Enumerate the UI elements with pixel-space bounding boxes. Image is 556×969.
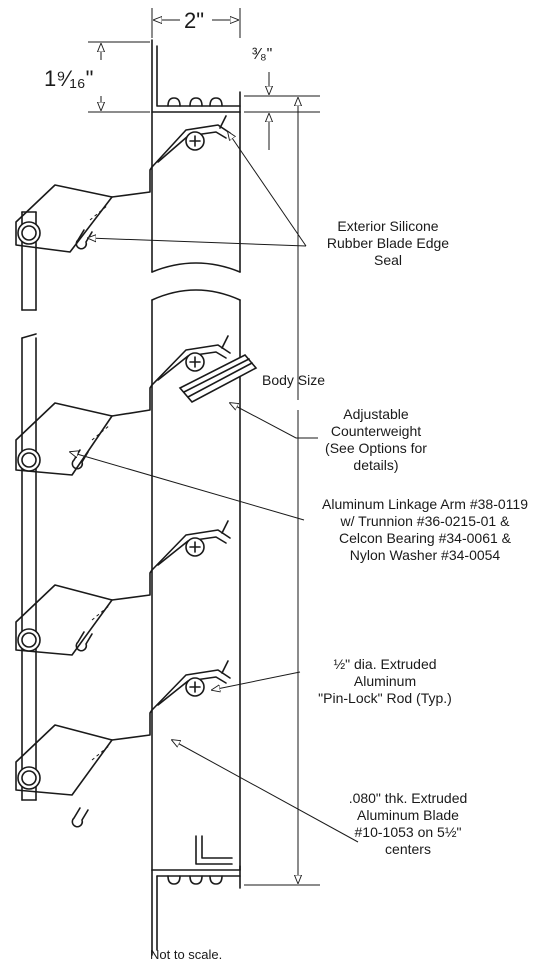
callout-linkage-line-3: Celcon Bearing #34-0061 & <box>338 530 511 546</box>
callout-blade-line-1: .080" thk. Extruded <box>348 790 468 806</box>
callout-seal: Exterior Silicone Rubber Blade Edge Seal <box>308 218 468 269</box>
callout-counterweight: Adjustable Counterweight (See Options fo… <box>306 406 446 474</box>
dimension-width: 2" <box>184 8 205 33</box>
damper-blade-2 <box>111 335 231 417</box>
dimension-offset: ³⁄₈" <box>252 46 273 63</box>
linkage-arm-3 <box>15 584 113 656</box>
callout-linkage: Aluminum Linkage Arm #38-0119 w/ Trunnio… <box>298 496 552 564</box>
callout-linkage-line-4: Nylon Washer #34-0054 <box>349 547 501 563</box>
callout-rod-line-2: Aluminum <box>353 673 417 689</box>
callout-seal-line-2: Rubber Blade Edge <box>326 235 450 251</box>
linkage-bar <box>21 333 37 801</box>
linkage-arm-top <box>15 184 113 311</box>
callout-rod: ½" dia. Extruded Aluminum "Pin-Lock" Rod… <box>300 656 470 707</box>
callout-blade: .080" thk. Extruded Aluminum Blade #10-1… <box>328 790 488 858</box>
leader-lines <box>70 132 359 843</box>
callout-body-size: Body Size <box>262 372 326 388</box>
callout-blade-line-3: #10-1053 on 5½" <box>354 824 462 840</box>
callout-linkage-line-1: Aluminum Linkage Arm #38-0119 <box>322 496 528 512</box>
damper-blade-3 <box>111 520 231 601</box>
callout-rod-line-1: ½" dia. Extruded <box>333 656 437 672</box>
frame-channel <box>151 39 241 956</box>
linkage-arm-4 <box>15 724 113 828</box>
callout-seal-line-1: Exterior Silicone <box>337 218 439 234</box>
dimension-height: 1⁹⁄₁₆" <box>44 66 94 91</box>
damper-blade-4 <box>111 660 231 741</box>
callout-counterweight-line-3: (See Options for <box>325 440 427 456</box>
callout-blade-line-2: Aluminum Blade <box>357 807 459 823</box>
callout-counterweight-line-1: Adjustable <box>343 406 409 422</box>
damper-blade-1 <box>111 115 231 198</box>
callout-linkage-line-2: w/ Trunnion #36-0215-01 & <box>340 513 510 529</box>
callout-rod-line-3: "Pin-Lock" Rod (Typ.) <box>318 690 452 706</box>
dimension-lines <box>88 8 320 886</box>
callout-counterweight-line-2: Counterweight <box>330 423 422 439</box>
callout-counterweight-line-4: details) <box>353 457 399 473</box>
callout-blade-line-4: centers <box>385 841 431 857</box>
callout-seal-line-3: Seal <box>373 252 403 268</box>
linkage-arm-2 <box>15 402 113 476</box>
footer-note: Not to scale. <box>150 947 223 962</box>
counterweight <box>178 354 258 404</box>
